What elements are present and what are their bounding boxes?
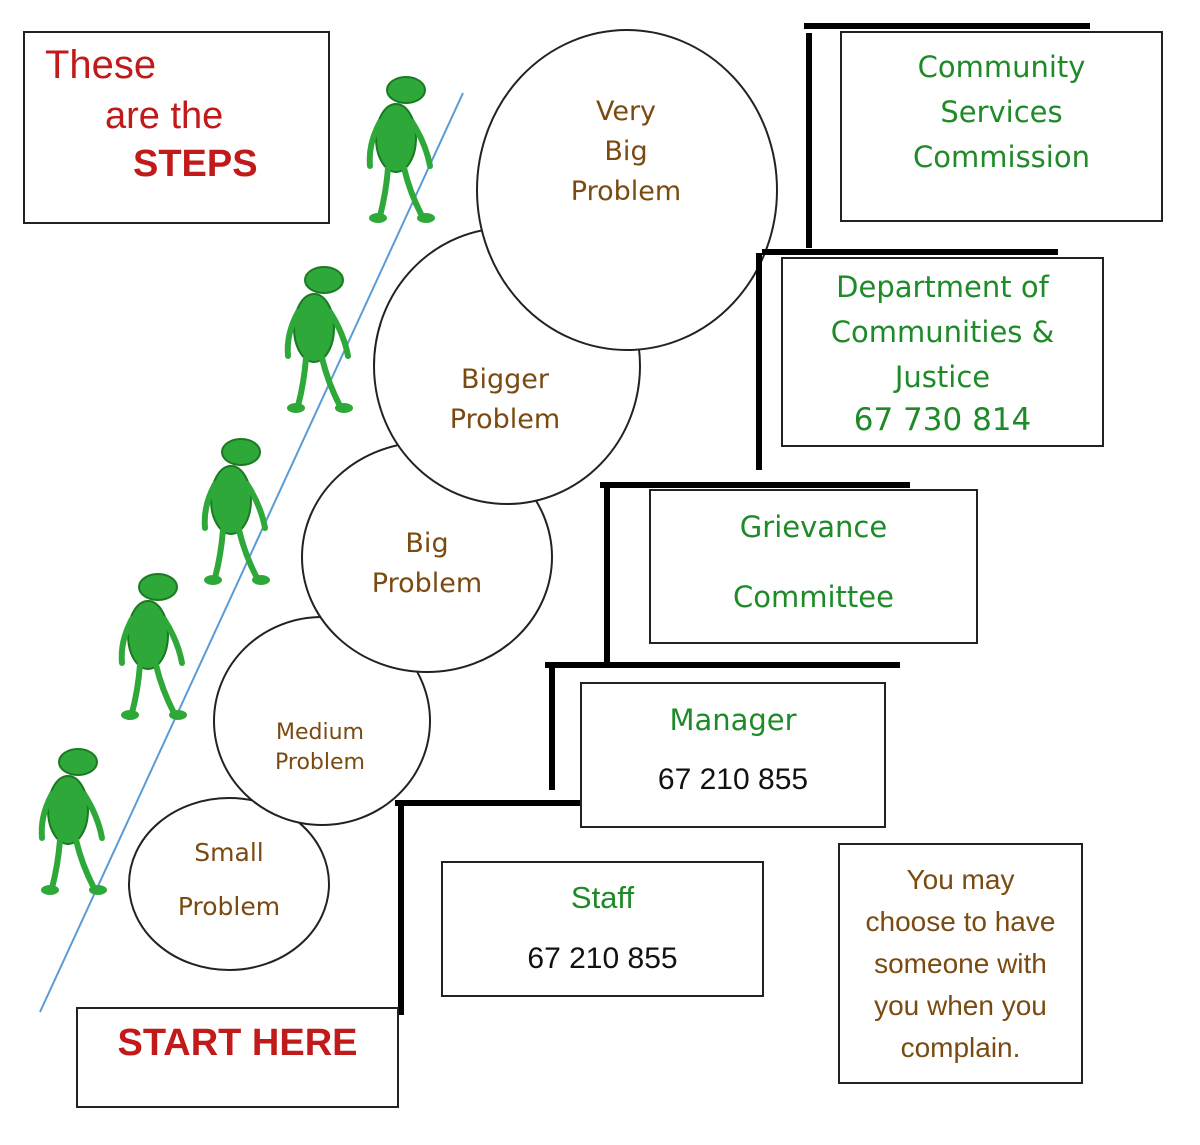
department-phone: 67 730 814 — [853, 401, 1032, 438]
title-line-2: are the — [105, 95, 224, 137]
title-line-1: These — [45, 43, 157, 87]
department-box: Department of Communities & Justice 67 7… — [781, 257, 1104, 447]
circle-label-very-big: Very Big Problem — [570, 96, 682, 207]
staff-box: Staff 67 210 855 — [441, 861, 764, 997]
circle-label-small: Small Problem — [177, 838, 281, 921]
circle-label-medium: Medium Problem — [275, 720, 365, 775]
circle-very-big-problem — [476, 29, 778, 351]
slope-line — [39, 92, 464, 1013]
grievance-committee-box: Grievance Committee — [649, 489, 978, 644]
step-connectors — [395, 23, 1090, 1015]
manager-box: Manager 67 210 855 — [580, 682, 886, 828]
green-stick-figure-icon — [204, 439, 270, 585]
support-note-box: You may choose to have someone with you … — [838, 843, 1083, 1084]
title-box: These are the STEPS — [23, 31, 330, 224]
manager-title: Manager — [669, 703, 797, 737]
problem-circles — [128, 29, 778, 971]
start-here-label: START HERE — [117, 1022, 358, 1064]
manager-phone: 67 210 855 — [657, 763, 809, 796]
green-stick-figure-icon — [369, 77, 435, 223]
title-line-3: STEPS — [133, 143, 258, 185]
community-services-box: Community Services Commission — [840, 31, 1163, 222]
circle-label-bigger: Bigger Problem — [449, 364, 561, 435]
start-here-box: START HERE — [76, 1007, 399, 1108]
green-stick-figure-icon — [121, 574, 187, 720]
circle-label-big: Big Problem — [371, 528, 483, 599]
green-stick-figure-icon — [287, 267, 353, 413]
circle-small-problem — [128, 797, 330, 971]
staff-phone: 67 210 855 — [527, 942, 678, 975]
staff-title: Staff — [570, 880, 635, 915]
green-stick-figure-icon — [41, 749, 107, 895]
